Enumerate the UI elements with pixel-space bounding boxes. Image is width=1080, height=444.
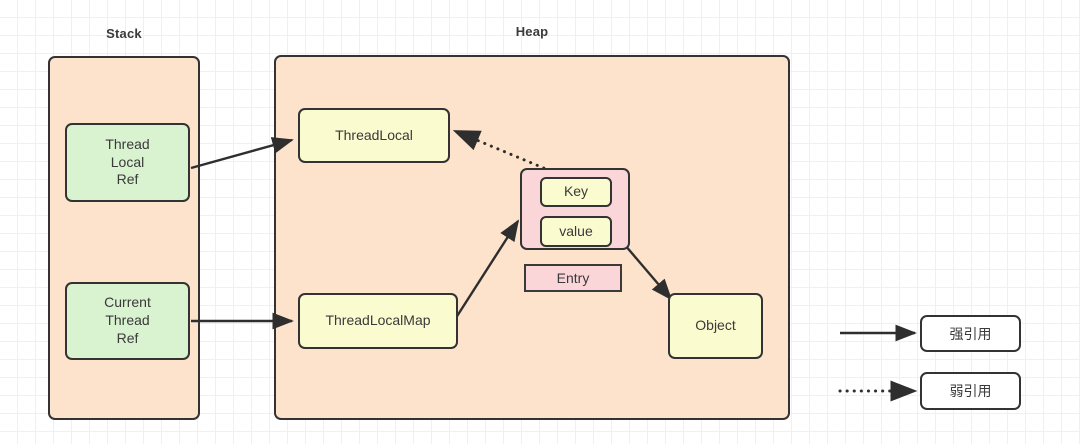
node-entry-label[interactable]: Entry	[524, 264, 622, 292]
node-object[interactable]: Object	[668, 293, 763, 359]
legend-strong-reference-box[interactable]: 强引用	[920, 315, 1021, 352]
node-entry-key[interactable]: Key	[540, 177, 612, 207]
node-thread-local-map[interactable]: ThreadLocalMap	[298, 293, 458, 349]
node-thread-local-ref[interactable]: Thread Local Ref	[65, 123, 190, 202]
node-current-thread-ref[interactable]: Current Thread Ref	[65, 282, 190, 360]
stack-region-title: Stack	[106, 26, 142, 41]
node-thread-local[interactable]: ThreadLocal	[298, 108, 450, 163]
legend-weak-reference-box[interactable]: 弱引用	[920, 372, 1021, 410]
node-entry-value[interactable]: value	[540, 216, 612, 247]
heap-region-title: Heap	[515, 24, 549, 39]
stack-container	[48, 56, 200, 420]
